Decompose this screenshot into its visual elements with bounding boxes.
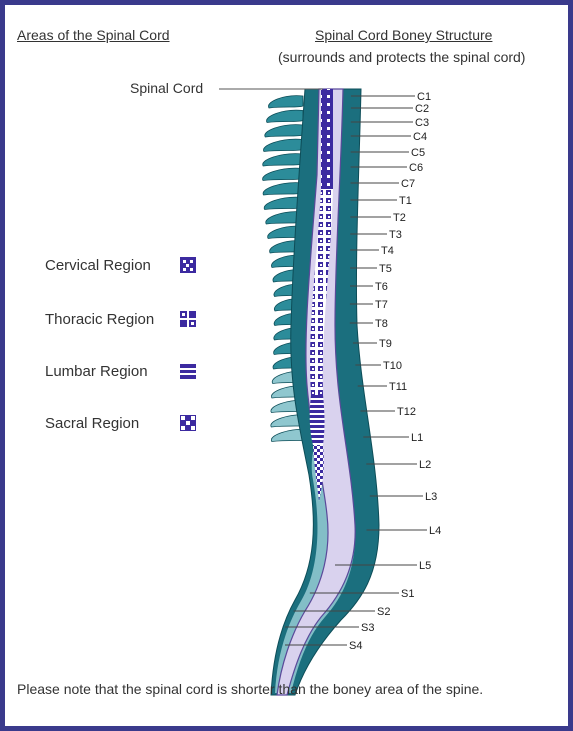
vertebra-label-c3: C3 [415,117,429,129]
vertebra-label-t12: T12 [397,406,416,418]
spine-illustration: C1C2C3C4C5C6C7T1T2T3T4T5T6T7T8T9T10T11T1… [5,5,568,726]
spinous-process [263,168,303,180]
vertebra-label-l3: L3 [425,491,437,503]
vertebra-label-t5: T5 [379,263,392,275]
vertebra-label-c4: C4 [413,131,427,143]
vertebra-label-c2: C2 [415,103,429,115]
vertebra-label-s1: S1 [401,588,414,600]
spinous-process [267,110,303,122]
vertebra-label-t7: T7 [375,299,388,311]
vertebra-label-t1: T1 [399,195,412,207]
vertebra-label-t8: T8 [375,318,388,330]
vertebra-label-t3: T3 [389,229,402,241]
vertebra-label-s4: S4 [349,640,362,652]
vertebra-label-t6: T6 [375,281,388,293]
vertebra-label-s2: S2 [377,606,390,618]
vertebra-label-t11: T11 [389,381,407,393]
vertebra-label-l4: L4 [429,525,441,537]
spinous-process [263,139,303,151]
vertebra-label-t9: T9 [379,338,392,350]
vertebra-label-c6: C6 [409,162,423,174]
spinous-process [265,125,303,137]
spinous-process [263,183,303,195]
vertebra-label-c5: C5 [411,147,425,159]
spinous-process [263,154,303,166]
vertebra-label-l2: L2 [419,459,431,471]
vertebra-label-l1: L1 [411,432,423,444]
vertebra-label-t10: T10 [383,360,402,372]
spinous-process [268,96,303,108]
vertebra-label-t2: T2 [393,212,406,224]
cord-lumbar [310,395,325,445]
vertebra-label-t4: T4 [381,245,394,257]
cord-cervical [321,89,333,189]
vertebra-label-s3: S3 [361,622,374,634]
vertebra-label-l5: L5 [419,560,431,572]
vertebra-label-c7: C7 [401,178,415,190]
vertebra-label-c1: C1 [417,91,431,103]
footnote: Please note that the spinal cord is shor… [17,681,483,697]
